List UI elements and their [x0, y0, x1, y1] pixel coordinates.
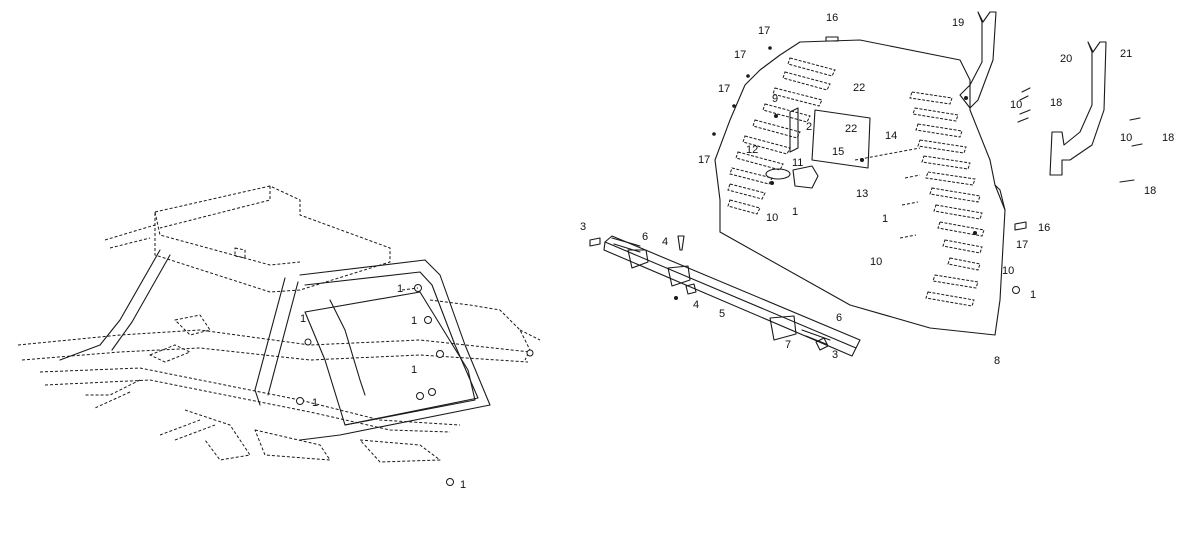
callout-10: 10 — [1010, 99, 1022, 111]
hardware — [712, 36, 1143, 294]
rear-panel-assembly — [589, 11, 1143, 357]
callout-1: 1 — [411, 315, 417, 327]
callout-17: 17 — [758, 25, 770, 37]
callout-2: 2 — [806, 121, 812, 133]
callout-1: 1 — [397, 283, 403, 295]
callout-10: 10 — [870, 256, 882, 268]
callout-17: 17 — [1016, 239, 1028, 251]
chassis-frame-assembly — [17, 185, 541, 486]
callout-17: 17 — [698, 154, 710, 166]
callout-6: 6 — [642, 231, 648, 243]
callout-8: 8 — [994, 355, 1000, 367]
callout-1: 1 — [300, 313, 306, 325]
cross-member — [589, 235, 861, 357]
callout-4: 4 — [662, 236, 668, 248]
left-slots — [727, 57, 836, 215]
callout-12: 12 — [746, 144, 758, 156]
callout-18: 18 — [1144, 185, 1156, 197]
callout-4: 4 — [693, 299, 699, 311]
callout-10: 10 — [1002, 265, 1014, 277]
callout-1: 1 — [460, 479, 466, 491]
callout-15: 15 — [832, 146, 844, 158]
callout-20: 20 — [1060, 53, 1072, 65]
callout-3: 3 — [832, 349, 838, 361]
callout-10: 10 — [766, 212, 778, 224]
callout-1: 1 — [312, 397, 318, 409]
callout-7: 7 — [785, 339, 791, 351]
callout-18: 18 — [1050, 97, 1062, 109]
callout-9: 9 — [772, 93, 778, 105]
callout-1: 1 — [792, 206, 798, 218]
callout-3: 3 — [580, 221, 586, 233]
callout-labels: 1 1 1 1 1 1 16 17 17 17 19 20 21 22 9 2 … — [300, 12, 1174, 491]
right-slots — [909, 91, 985, 307]
callout-1: 1 — [1030, 289, 1036, 301]
callout-21: 21 — [1120, 48, 1132, 60]
callout-5: 5 — [719, 308, 725, 320]
callout-18: 18 — [1162, 132, 1174, 144]
callout-17: 17 — [734, 49, 746, 61]
callout-10: 10 — [1120, 132, 1132, 144]
callout-1: 1 — [411, 364, 417, 376]
callout-22: 22 — [845, 123, 857, 135]
callout-19: 19 — [952, 17, 964, 29]
callout-13: 13 — [856, 188, 868, 200]
callout-16: 16 — [1038, 222, 1050, 234]
callout-17: 17 — [718, 83, 730, 95]
callout-11: 11 — [792, 157, 803, 169]
callout-16: 16 — [826, 12, 838, 24]
callout-14: 14 — [885, 130, 897, 142]
callout-6: 6 — [836, 312, 842, 324]
callout-1: 1 — [882, 213, 888, 225]
callout-22: 22 — [853, 82, 865, 94]
